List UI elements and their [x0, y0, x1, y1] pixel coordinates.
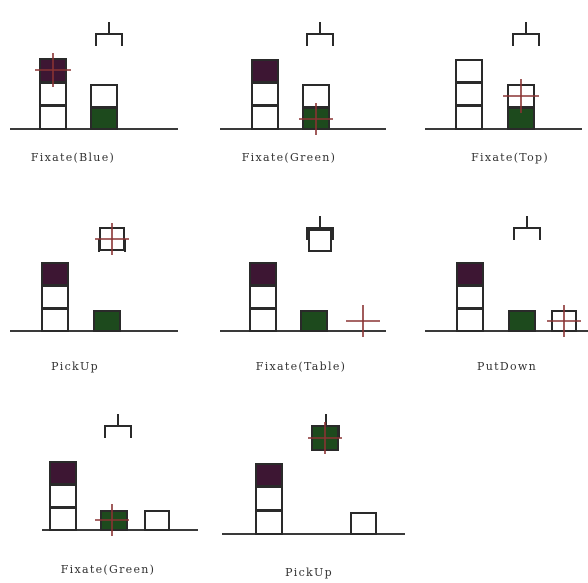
- block-white: [252, 83, 278, 105]
- crosshair-icon: [547, 305, 581, 337]
- block-purple: [50, 462, 76, 484]
- block-white: [42, 286, 68, 308]
- block-white: [456, 60, 482, 82]
- panel-label: Fixate(Green): [61, 563, 155, 576]
- panel-label: PickUp: [285, 566, 333, 579]
- block-white: [256, 487, 282, 510]
- open-gripper-icon: [514, 216, 540, 240]
- open-gripper-icon: [307, 22, 333, 46]
- panel-label: PutDown: [477, 360, 537, 373]
- held-block-white: [309, 230, 331, 251]
- panel-fixate-table: Fixate(Table): [220, 216, 386, 373]
- panel-label: Fixate(Blue): [31, 151, 115, 164]
- block-white: [252, 106, 278, 129]
- block-white: [42, 309, 68, 331]
- crosshair-icon: [346, 305, 380, 337]
- block-purple: [42, 263, 68, 285]
- block-white: [91, 85, 117, 107]
- crosshair-icon: [95, 504, 129, 536]
- block-purple: [250, 263, 276, 285]
- block-white: [50, 508, 76, 530]
- open-gripper-icon: [105, 414, 131, 438]
- panel-fixate-blue: Fixate(Blue): [10, 22, 178, 164]
- block-white: [456, 83, 482, 105]
- panel-label: Fixate(Top): [471, 151, 549, 164]
- panel-label: Fixate(Green): [242, 151, 336, 164]
- panel-fixate-green-2: Fixate(Green): [42, 414, 198, 576]
- block-white: [250, 309, 276, 331]
- block-white: [40, 106, 66, 129]
- block-white: [256, 511, 282, 534]
- block-white: [457, 286, 483, 308]
- block-white: [50, 485, 76, 507]
- block-green: [91, 108, 117, 129]
- open-gripper-icon: [513, 22, 539, 46]
- block-white: [457, 309, 483, 331]
- block-purple: [252, 60, 278, 82]
- block-white: [145, 511, 169, 530]
- panel-pickup: PickUp: [10, 223, 178, 373]
- panel-label: Fixate(Table): [256, 360, 346, 373]
- panel-fixate-top: Fixate(Top): [425, 22, 582, 164]
- panel-label: PickUp: [51, 360, 99, 373]
- panel-putdown: PutDown: [425, 216, 588, 373]
- panel-fixate-green: Fixate(Green): [220, 22, 386, 164]
- panel-pickup-2: PickUp: [222, 414, 405, 579]
- open-gripper-icon: [96, 22, 122, 46]
- block-purple: [457, 263, 483, 285]
- block-green: [509, 311, 535, 331]
- block-green: [301, 311, 327, 331]
- block-white: [351, 513, 376, 534]
- block-purple: [256, 464, 282, 486]
- block-white: [250, 286, 276, 308]
- block-white: [456, 106, 482, 129]
- block-green: [94, 311, 120, 331]
